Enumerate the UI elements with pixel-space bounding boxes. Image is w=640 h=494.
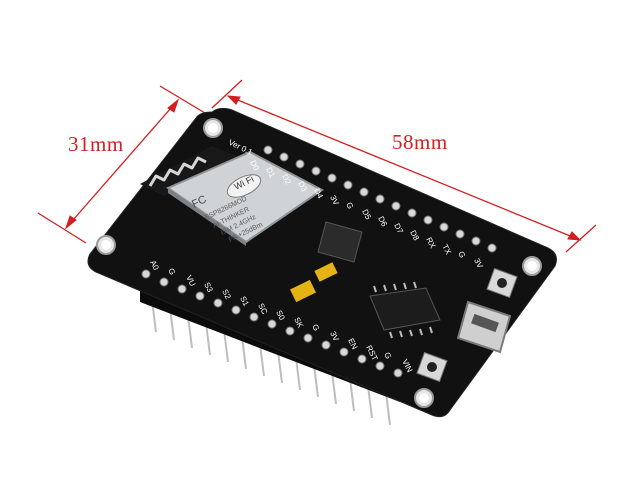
usb-serial-chip (369, 287, 441, 331)
voltage-regulator (317, 221, 363, 263)
bottom-pin-row (141, 269, 403, 378)
svg-text:S2: S2 (220, 288, 233, 301)
bottom-header-pins (151, 299, 391, 426)
svg-text:TX: TX (440, 243, 453, 257)
antenna-trace (148, 156, 207, 187)
svg-text:S3: S3 (202, 281, 215, 294)
svg-text:3V: 3V (472, 257, 485, 270)
svg-text:D3: D3 (296, 180, 309, 194)
svg-text:D6: D6 (376, 215, 389, 229)
svg-text:3V: 3V (328, 330, 341, 343)
length-dimension-label: 58mm (392, 130, 448, 154)
chip-legs (373, 281, 433, 339)
svg-text:S1: S1 (238, 295, 251, 308)
svg-text:D7: D7 (392, 222, 405, 236)
svg-text:A0: A0 (148, 259, 161, 272)
svg-text:D1: D1 (264, 166, 277, 180)
svg-text:FC: FC (190, 193, 208, 210)
width-dim-tick-bottom (37, 212, 87, 244)
svg-text:G: G (310, 323, 321, 333)
length-dim-tick-right (565, 224, 597, 253)
capacitor-2 (290, 279, 316, 303)
reset-button-icon (416, 351, 448, 383)
svg-text:D2: D2 (280, 173, 293, 187)
length-arrow-right (567, 231, 582, 241)
bottom-pin-labels: A0 G VU S3 S2 S1 SC S0 SK G 3V EN RST G … (148, 259, 414, 374)
capacitor-1 (314, 262, 338, 282)
wifi-logo (226, 174, 262, 198)
width-arrow-top (167, 98, 180, 113)
width-dim-line (65, 99, 179, 229)
antenna-trace-icon (140, 146, 236, 196)
svg-text:G: G (166, 267, 177, 277)
svg-text:S0: S0 (274, 309, 287, 322)
top-pin-labels: D0 D1 D2 D3 D4 3V G D5 D6 D7 D8 RX TX G … (248, 159, 485, 270)
svg-text:D5: D5 (360, 208, 373, 222)
width-dim-tick-top (159, 85, 211, 117)
svg-text:D8: D8 (408, 229, 421, 243)
svg-text:G: G (456, 250, 467, 260)
length-dim-tick-left (211, 79, 243, 109)
top-pin-row (263, 145, 497, 253)
fcc-logo: FC (190, 193, 208, 210)
length-arrow-left (226, 95, 241, 105)
svg-text:G: G (344, 201, 355, 211)
length-dim-line (227, 95, 581, 241)
svg-text:D0: D0 (248, 159, 261, 173)
svg-text:3V: 3V (328, 194, 341, 207)
width-dimension-label: 31mm (68, 132, 124, 156)
dimension-lines (37, 79, 597, 253)
width-arrow-bottom (64, 215, 77, 230)
svg-text:D4: D4 (312, 187, 325, 201)
flash-button-icon (486, 267, 518, 299)
svg-text:G: G (382, 351, 393, 361)
esp-module-edge (168, 188, 246, 246)
